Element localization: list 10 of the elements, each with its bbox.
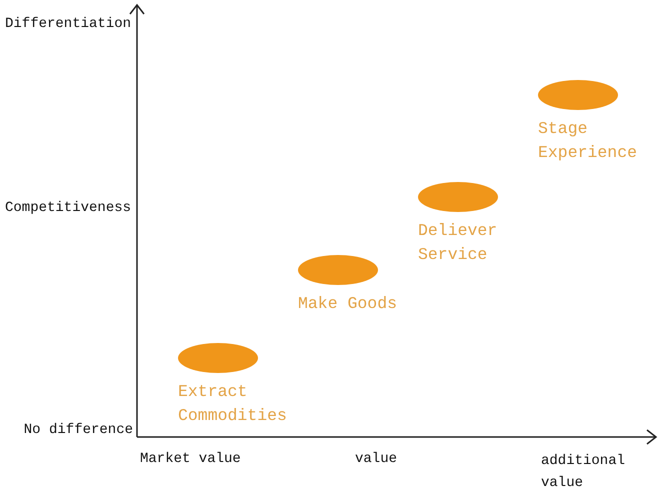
x-axis-label: value — [355, 450, 398, 468]
y-axis-label: Differentiation — [5, 15, 132, 33]
stage-label: Deliever Service — [418, 220, 498, 266]
x-axis-label: additional value — [541, 452, 626, 493]
stage-label: Extract Commodities — [178, 381, 288, 427]
y-axis-label: Competitiveness — [5, 199, 132, 217]
stage-label: Stage Experience — [538, 118, 638, 164]
x-axis-label: Market value — [140, 450, 242, 468]
y-axis-label: No difference — [22, 421, 133, 439]
stage-label: Make Goods — [298, 293, 398, 315]
